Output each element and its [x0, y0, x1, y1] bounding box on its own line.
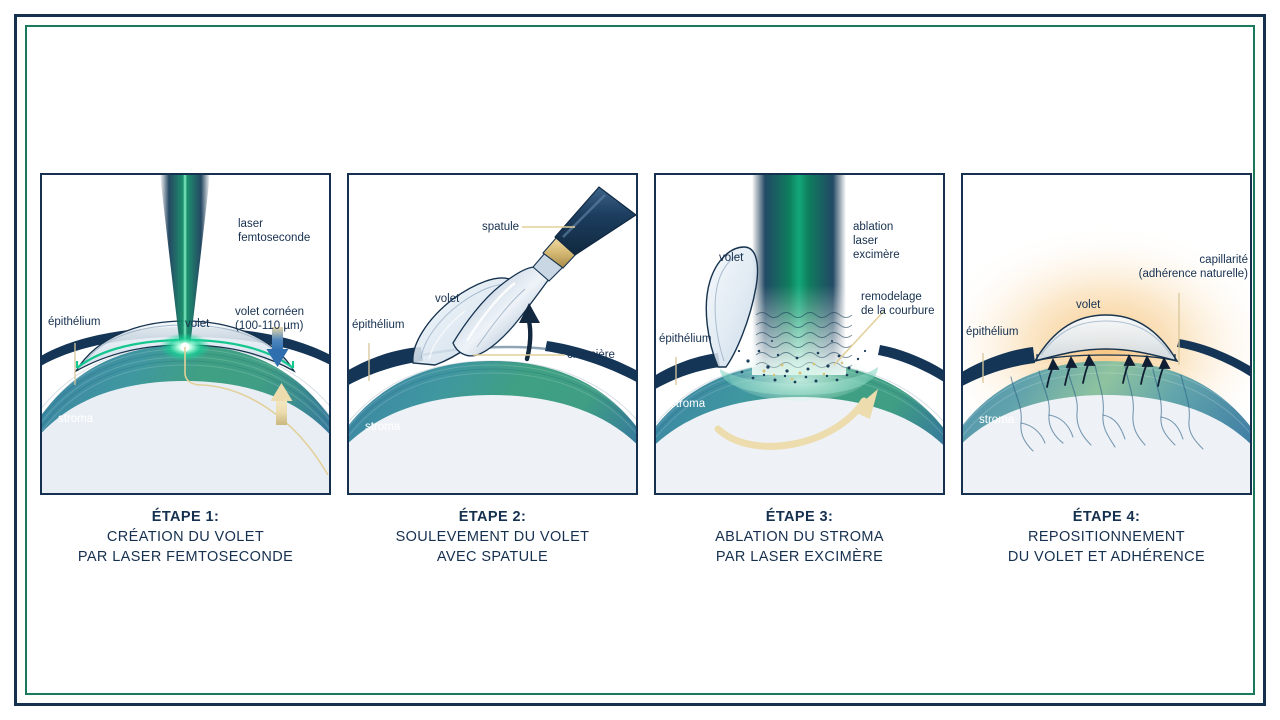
caption-line-2: DU VOLET ET ADHÉRENCE: [1007, 549, 1206, 565]
label-line: remodelage: [861, 291, 922, 303]
caption-step-1: ÉTAPE 1: CRÉATION DU VOLET PAR LASER FEM…: [40, 507, 331, 567]
caption-row: ÉTAPE 1: CRÉATION DU VOLET PAR LASER FEM…: [40, 507, 1252, 577]
label-epithelium-2: épithélium: [352, 319, 405, 331]
panel-row: laser femtoseconde épithélium volet vole…: [40, 173, 1252, 495]
panel-step-1: laser femtoseconde épithélium volet vole…: [40, 173, 331, 495]
label-volet-4: volet: [1076, 299, 1101, 311]
panel-step-3: ablation laser excimère remodelage de la…: [654, 173, 945, 495]
panel-3-illustration: [656, 175, 943, 493]
caption-line-1: ABLATION DU STROMA: [715, 529, 884, 545]
label-stroma-4: stroma: [979, 414, 1015, 426]
label-volet-1: volet: [185, 318, 210, 330]
label-epithelium-1: épithélium: [48, 316, 101, 328]
label-line: laser: [853, 235, 878, 247]
label-laser-femtoseconde: laser femtoseconde: [238, 217, 310, 245]
label-line: (adhérence naturelle): [1138, 268, 1248, 280]
panel-4-illustration: [963, 175, 1250, 493]
panel-step-2: spatule volet épithélium charnière strom…: [347, 173, 638, 495]
label-ablation-laser-excimere: ablation laser excimère: [853, 220, 900, 262]
label-volet-2: volet: [435, 293, 460, 305]
panel-2-illustration: [349, 186, 636, 493]
label-stroma-3: stroma: [670, 398, 706, 410]
label-epithelium-3: épithélium: [659, 333, 712, 345]
caption-line-1: CRÉATION DU VOLET: [106, 529, 265, 545]
caption-step-2: ÉTAPE 2: SOULEVEMENT DU VOLET AVEC SPATU…: [347, 507, 638, 567]
label-line: laser: [238, 218, 263, 230]
label-remodelage: remodelage de la courbure: [861, 290, 935, 318]
caption-line-1: REPOSITIONNEMENT: [1027, 529, 1186, 545]
label-line: excimère: [853, 249, 900, 261]
caption-step-number: ÉTAPE 1:: [151, 509, 220, 525]
caption-step-4: ÉTAPE 4: REPOSITIONNEMENT DU VOLET ET AD…: [961, 507, 1252, 567]
label-stroma-2: stroma: [365, 421, 401, 433]
label-charniere: charnière: [567, 349, 615, 361]
caption-step-number: ÉTAPE 4:: [1072, 509, 1141, 525]
caption-step-number: ÉTAPE 2:: [458, 509, 527, 525]
diagram-inner-frame: [25, 25, 1255, 695]
caption-line-2: PAR LASER FEMTOSECONDE: [77, 549, 294, 565]
label-epithelium-4: épithélium: [966, 326, 1019, 338]
label-line: (100-110 µm): [235, 320, 304, 332]
label-line: capillarité: [1199, 254, 1248, 266]
label-line: ablation: [853, 221, 894, 233]
caption-step-number: ÉTAPE 3:: [765, 509, 834, 525]
stroma-up-arrow: [270, 383, 293, 425]
caption-line-1: SOULEVEMENT DU VOLET: [395, 529, 590, 545]
label-line: femtoseconde: [238, 232, 311, 244]
label-capillarite: capillarité (adhérence naturelle): [1058, 253, 1248, 281]
caption-step-3: ÉTAPE 3: ABLATION DU STROMA PAR LASER EX…: [654, 507, 945, 567]
caption-line-2: PAR LASER EXCIMÈRE: [715, 549, 884, 565]
label-stroma-1: stroma: [58, 413, 94, 425]
caption-line-2: AVEC SPATULE: [436, 549, 549, 565]
panel-step-4: capillarité (adhérence naturelle) volet …: [961, 173, 1252, 495]
label-volet-corneen: volet cornéen (100-110 µm): [235, 305, 304, 333]
flap-depth-down-arrow: [266, 327, 289, 367]
label-volet-3: volet: [719, 252, 744, 264]
panel-1-illustration: [42, 175, 329, 493]
label-line: volet cornéen: [235, 306, 305, 318]
label-spatule: spatule: [482, 221, 520, 233]
label-line: de la courbure: [861, 305, 935, 317]
